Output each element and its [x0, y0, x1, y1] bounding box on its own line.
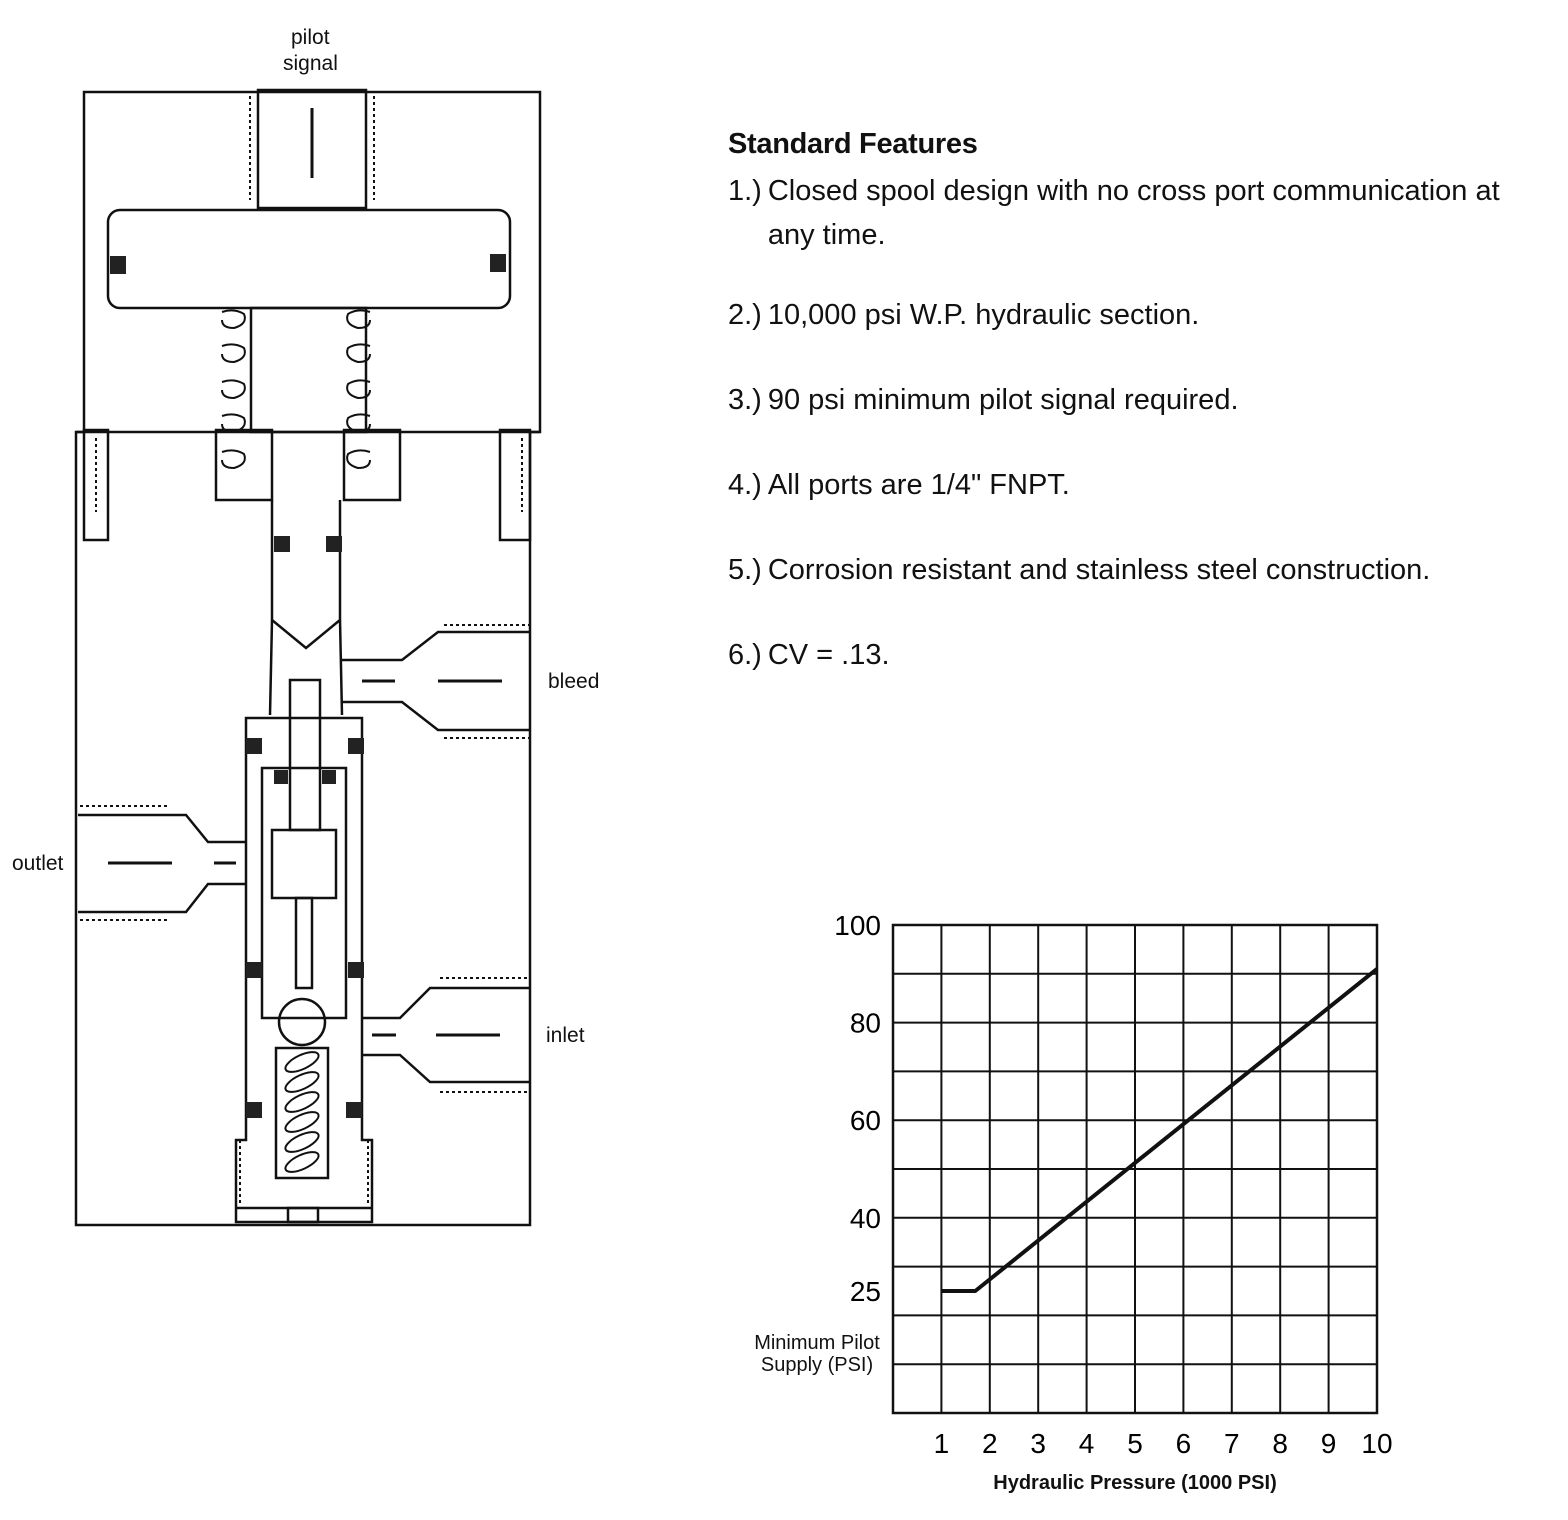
feature-text: All ports are 1/4" FNPT. [767, 469, 1070, 501]
feature-text: Closed spool design with no cross port c… [767, 175, 1500, 251]
x-axis-title: Hydraulic Pressure (1000 PSI) [993, 1472, 1277, 1494]
x-tick-label: 10 [1361, 1428, 1392, 1459]
feature-text: Corrosion resistant and stainless steel … [767, 554, 1431, 586]
outlet-port-label: outlet [12, 852, 64, 875]
feature-text: CV = .13. [767, 639, 890, 671]
plot-frame [891, 923, 1379, 1415]
features-title: Standard Features [728, 128, 978, 160]
feature-number: 5.) [728, 554, 762, 586]
x-tick-label: 3 [1030, 1428, 1046, 1459]
y-tick-label: 40 [850, 1203, 881, 1234]
features-list: 1.)Closed spool design with no cross por… [728, 169, 1548, 677]
inlet-port-label: inlet [546, 1024, 585, 1047]
feature-number: 4.) [728, 469, 762, 501]
feature-item: 4.)All ports are 1/4" FNPT. [728, 463, 1548, 507]
y-axis-title: Minimum Pilot Supply (PSI) [754, 1332, 880, 1376]
x-tick-label: 1 [934, 1428, 950, 1459]
x-tick-label: 2 [982, 1428, 998, 1459]
x-tick-label: 8 [1272, 1428, 1288, 1459]
pressure-chart: 1 2 3 4 5 6 7 8 9 10 25 40 60 80 100 [834, 910, 1392, 1459]
feature-number: 1.) [728, 175, 762, 207]
y-tick-label: 60 [850, 1105, 881, 1136]
feature-item: 2.)10,000 psi W.P. hydraulic section. [728, 293, 1548, 337]
feature-number: 6.) [728, 639, 762, 671]
signal-label: signal [283, 52, 338, 75]
x-tick-label: 7 [1224, 1428, 1240, 1459]
y-tick-label: 80 [850, 1008, 881, 1039]
x-tick-label: 9 [1321, 1428, 1337, 1459]
feature-number: 2.) [728, 299, 762, 331]
feature-item: 3.)90 psi minimum pilot signal required. [728, 378, 1548, 422]
pilot-label: pilot [291, 26, 330, 49]
standard-features: Standard Features 1.)Closed spool design… [728, 128, 1548, 718]
x-tick-label: 6 [1176, 1428, 1192, 1459]
y-tick-label: 100 [834, 910, 881, 941]
feature-item: 5.)Corrosion resistant and stainless ste… [728, 548, 1548, 592]
series-line [941, 967, 1379, 1293]
feature-number: 3.) [728, 384, 762, 416]
bleed-port-label: bleed [548, 670, 600, 693]
y-tick-label: 25 [850, 1276, 881, 1307]
feature-item: 6.)CV = .13. [728, 633, 1548, 677]
x-tick-label: 4 [1079, 1428, 1095, 1459]
feature-item: 1.)Closed spool design with no cross por… [728, 169, 1548, 257]
feature-text: 10,000 psi W.P. hydraulic section. [767, 299, 1200, 331]
x-tick-label: 5 [1127, 1428, 1143, 1459]
feature-text: 90 psi minimum pilot signal required. [767, 384, 1239, 416]
valve-schematic [74, 88, 542, 1227]
